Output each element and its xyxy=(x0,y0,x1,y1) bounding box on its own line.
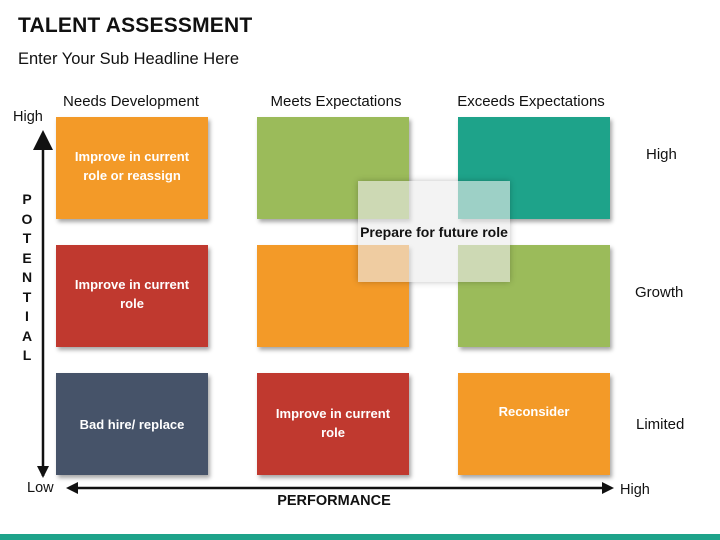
row-label-high: High xyxy=(646,146,677,163)
cell-limited-meets-expectations: Improve in current role xyxy=(257,373,409,475)
cell-growth-needs-development: Improve in current role xyxy=(56,245,208,347)
cell-label: Improve in current role xyxy=(74,277,190,311)
x-axis-arrow-left xyxy=(66,482,78,494)
y-axis-letter: E xyxy=(22,249,32,266)
column-header-exceeds-expectations: Exceeds Expectations xyxy=(457,93,605,110)
cell-limited-exceeds-expectations: Reconsider xyxy=(458,373,610,475)
y-axis-title: P O T E N T I A L xyxy=(19,190,35,366)
cell-limited-needs-development: Bad hire/ replace xyxy=(56,373,208,475)
y-axis-letter: L xyxy=(22,347,32,363)
cell-high-needs-development: Improve in current role or reassign xyxy=(56,117,208,219)
y-axis-high-label: High xyxy=(13,109,43,125)
row-label-growth: Growth xyxy=(635,284,684,301)
cell-label: Improve in current role xyxy=(275,406,391,440)
page-title: TALENT ASSESSMENT xyxy=(18,14,253,37)
y-axis-arrow-bottom xyxy=(37,466,49,478)
prepare-for-future-role-overlay: Prepare for future role xyxy=(358,181,510,282)
x-axis-high-label: High xyxy=(620,482,650,498)
column-header-meets-expectations: Meets Expectations xyxy=(270,93,402,110)
bottom-accent-bar xyxy=(0,534,720,540)
row-label-limited: Limited xyxy=(636,416,685,433)
cell-label: Bad hire/ replace xyxy=(79,416,185,432)
cell-label: Improve in current role or reassign xyxy=(74,149,190,183)
x-axis-arrow-right xyxy=(602,482,614,494)
y-axis-letter: O xyxy=(21,210,33,227)
y-axis-letter: A xyxy=(21,327,33,344)
x-axis-title: PERFORMANCE xyxy=(277,493,391,509)
y-axis-letter: I xyxy=(25,308,29,324)
y-axis-letter: T xyxy=(22,288,32,305)
y-axis-letter: T xyxy=(22,230,32,246)
y-axis-low-label: Low xyxy=(27,480,54,496)
overlay-label: Prepare for future role xyxy=(360,223,508,240)
column-header-needs-development: Needs Development xyxy=(63,93,199,110)
y-axis-letter: P xyxy=(22,191,32,207)
y-axis-letter: N xyxy=(21,269,33,285)
cell-label: Reconsider xyxy=(498,404,570,419)
page-subtitle: Enter Your Sub Headline Here xyxy=(18,50,240,68)
